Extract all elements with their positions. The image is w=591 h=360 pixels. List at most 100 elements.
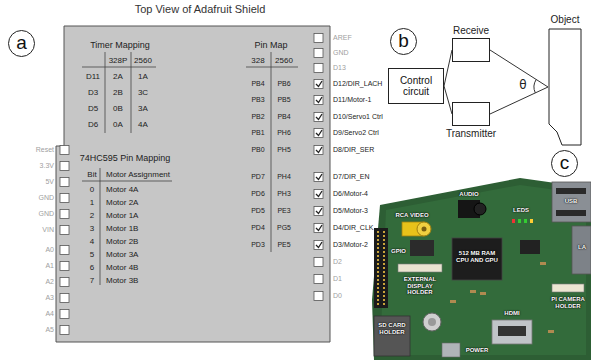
pin-label: D12/DIR_LACH — [333, 80, 382, 88]
part-label: GPIO — [391, 248, 406, 255]
table-cell: D11 — [86, 72, 100, 81]
connector-line — [444, 86, 452, 114]
table-cell: 5 — [90, 250, 94, 259]
pin-label-grey: 3.3V — [40, 162, 54, 170]
table-cell: Motor Assignment — [106, 170, 170, 179]
box-heading: Receive — [453, 25, 489, 36]
angle-symbol: θ — [519, 79, 526, 93]
pin-label: D4/DIR_CLK — [333, 224, 373, 232]
box-heading: Object — [551, 14, 580, 25]
pin-label-grey: GND — [38, 194, 54, 202]
table-cell: 3 — [90, 224, 94, 233]
pin-label: PB5 — [277, 96, 290, 104]
part-label: EXTERNAL DISPLAY HOLDER — [396, 276, 444, 296]
table-cell: Motor 4B — [106, 263, 138, 272]
pin-label-grey: GND — [333, 49, 349, 57]
pin-label-grey: A4 — [45, 310, 54, 318]
table-cell: 6 — [90, 263, 94, 272]
part-label: USB — [565, 198, 578, 205]
part-label: LA — [578, 244, 586, 251]
table-cell: 328P — [109, 56, 128, 65]
pin-label-grey: VIN — [42, 226, 54, 234]
pin-label: PB6 — [277, 80, 290, 88]
pin-label: PB3 — [251, 96, 264, 104]
table-cell: Motor 1A — [106, 211, 138, 220]
pin-label-grey: AREF — [333, 34, 352, 42]
pin-label-grey: A5 — [45, 326, 54, 334]
pin-label: PH4 — [277, 173, 291, 181]
table-cell: 0B — [113, 104, 123, 113]
part-label: PI CAMERA HOLDER — [550, 296, 586, 309]
node-text: Control circuit — [389, 75, 443, 97]
pin-label: D10/Servo1 Ctrl — [333, 113, 383, 121]
pin-label-grey: A2 — [45, 278, 54, 286]
table-cell: 0A — [113, 120, 123, 129]
table-cell: 2560 — [275, 56, 293, 65]
panel-letter: c — [551, 150, 578, 177]
pin-label-grey: D2 — [333, 258, 342, 266]
table-cell: 7 — [90, 276, 94, 285]
table-cell: D3 — [88, 88, 98, 97]
connector-line — [490, 87, 548, 114]
table-cell: 2560 — [134, 56, 152, 65]
pin-label: PB4 — [251, 80, 264, 88]
pin-label-grey: A1 — [45, 262, 54, 270]
pin-label-grey: 5V — [45, 178, 54, 186]
pin-label: D5/Motor-3 — [333, 207, 368, 215]
panel-letter: a — [8, 30, 35, 57]
table-cell: 1A — [138, 72, 148, 81]
object-shape: Object — [548, 28, 582, 146]
pin-label: PB2 — [251, 113, 264, 121]
node-text: c — [560, 153, 570, 174]
table-cell: Motor 3A — [106, 250, 138, 259]
node-text: a — [16, 33, 27, 54]
connector-line — [490, 50, 548, 87]
table-cell: 3C — [138, 88, 148, 97]
part-label: 512 MB RAM CPU AND GPU — [455, 250, 499, 263]
table-cell: D5 — [88, 104, 98, 113]
object-outline — [548, 28, 582, 146]
panel-letter: b — [390, 28, 417, 55]
table-cell: 2 — [90, 211, 94, 220]
pin-label-grey: Reset — [36, 146, 54, 154]
table-cell: 4 — [90, 237, 94, 246]
table-cell: 1 — [90, 198, 94, 207]
table-cell: 2A — [113, 72, 123, 81]
pin-label: PE3 — [277, 207, 290, 215]
transmitter-box: Transmitter — [452, 102, 490, 126]
connector-line — [444, 50, 452, 86]
pin-label: D9/Servo2 Ctrl — [333, 129, 379, 137]
pin-label: D3/Motor-2 — [333, 241, 368, 249]
table-heading: 74HC595 Pin Mapping — [80, 153, 171, 163]
raspberry-pi-photo — [372, 178, 591, 360]
table-cell: 0 — [90, 185, 94, 194]
table-cell: Motor 3B — [106, 276, 138, 285]
part-label: AUDIO — [459, 191, 478, 198]
receiver-box: Receive — [452, 38, 490, 62]
pin-label-grey: D0 — [333, 292, 342, 300]
part-label: LEDS — [513, 207, 529, 214]
control-box: Control circuit — [388, 68, 444, 104]
shield-board — [56, 26, 330, 342]
table-cell: Motor 2B — [106, 237, 138, 246]
pin-label: PB0 — [251, 146, 264, 154]
pin-label: PD3 — [251, 241, 265, 249]
table-cell: 328 — [251, 56, 264, 65]
pin-label-grey: GND — [38, 210, 54, 218]
table-cell: Motor 1B — [106, 224, 138, 233]
node-text: b — [398, 31, 409, 52]
pin-label: PB1 — [251, 129, 264, 137]
table-cell: 2B — [113, 88, 123, 97]
pin-label: PE5 — [277, 241, 290, 249]
box-heading: Transmitter — [446, 128, 496, 139]
part-label: POWER — [466, 347, 489, 354]
angle-arc — [534, 80, 536, 93]
pin-label-grey: D1 — [333, 275, 342, 283]
part-label: SD CARD HOLDER — [376, 322, 408, 335]
table-cell: D6 — [88, 120, 98, 129]
pin-label: D8/DIR_SER — [333, 146, 374, 154]
panel-title: Top View of Adafruit Shield — [135, 3, 266, 16]
pin-label: PH5 — [277, 146, 291, 154]
